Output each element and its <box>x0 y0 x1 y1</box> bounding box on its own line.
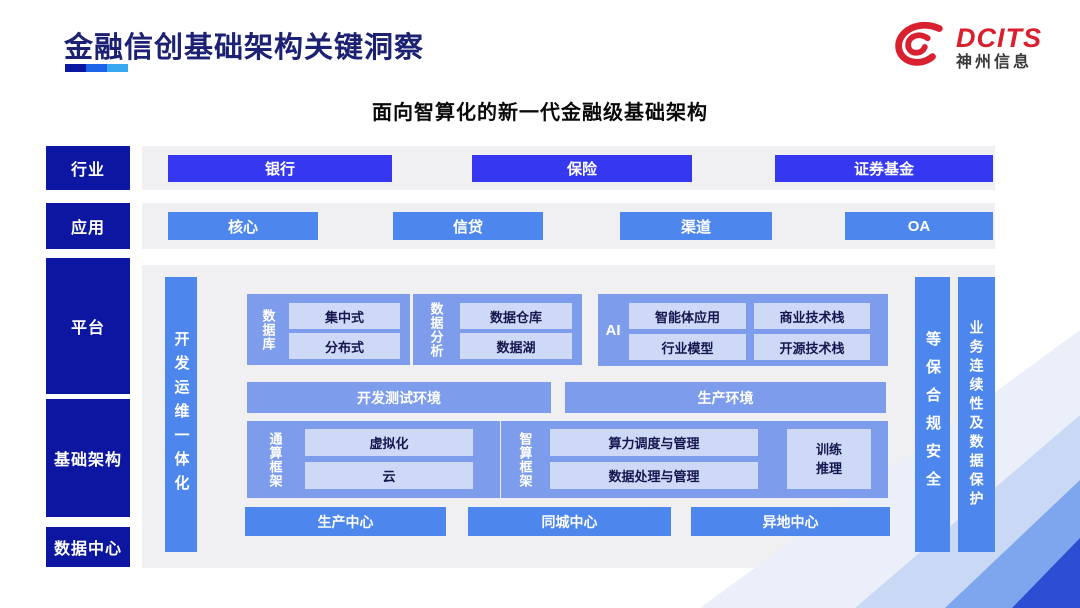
row-label-infrastructure: 基础架构 <box>46 399 130 517</box>
continuity-bar-label: 业务连续性及数据保护 <box>968 319 985 510</box>
ai-item-agent-app: 智能体应用 <box>629 303 746 329</box>
analytics-group-label-wrap: 数据分析 <box>413 294 459 365</box>
aic-item-training-inference: 训练 推理 <box>787 429 871 489</box>
db-item-distributed: 分布式 <box>289 333 400 359</box>
industry-item-bank: 银行 <box>168 155 392 182</box>
industry-item-securities: 证券基金 <box>775 155 993 182</box>
center-remote: 异地中心 <box>691 507 890 536</box>
underline-segment-light <box>107 64 128 72</box>
training-line: 训练 <box>815 441 842 457</box>
row-label-industry: 行业 <box>46 146 130 190</box>
database-group-label-wrap: 数据库 <box>247 294 289 365</box>
ai-group-label: AI <box>605 321 621 339</box>
ai-compute-label: 智算框架 <box>517 431 533 488</box>
application-strip: 核心 信贷 渠道 OA <box>142 203 995 249</box>
security-bar: 等保合规安全 <box>915 277 950 552</box>
env-dev-test: 开发测试环境 <box>247 382 551 413</box>
devops-bar: 开发运维一体化 <box>165 277 197 552</box>
app-item-channel: 渠道 <box>620 212 772 240</box>
ai-item-opensource-stack: 开源技术栈 <box>754 334 870 360</box>
center-same-city: 同城中心 <box>468 507 671 536</box>
ai-compute-group: 智算框架 算力调度与管理 数据处理与管理 训练 推理 <box>501 421 888 498</box>
app-item-oa: OA <box>845 212 993 240</box>
row-label-application: 应用 <box>46 203 130 249</box>
devops-bar-label: 开发运维一体化 <box>172 330 190 499</box>
row-label-platform: 平台 <box>46 258 130 394</box>
logo-company-text: 神州信息 <box>956 54 1033 71</box>
underline-segment-dark <box>65 64 86 72</box>
ai-item-industry-model: 行业模型 <box>629 334 746 360</box>
logo-swirl-icon <box>890 19 948 78</box>
env-production: 生产环境 <box>565 382 886 413</box>
corner-band-dark <box>1012 538 1080 608</box>
logo-brand-text: DCITS <box>956 23 1042 53</box>
general-compute-group: 通算框架 虚拟化 云 <box>247 421 500 498</box>
page-title: 金融信创基础架构关键洞察 <box>64 32 425 64</box>
industry-strip: 银行 保险 证券基金 <box>142 146 995 190</box>
database-group-label: 数据库 <box>260 308 276 351</box>
ai-group: AI 智能体应用 商业技术栈 行业模型 开源技术栈 <box>598 294 888 366</box>
inference-line: 推理 <box>815 461 842 476</box>
security-bar-label: 等保合规安全 <box>924 330 941 499</box>
database-group: 数据库 集中式 分布式 <box>247 294 410 365</box>
gc-item-cloud: 云 <box>305 462 473 489</box>
diagram-title: 面向智算化的新一代金融级基础架构 <box>372 102 708 124</box>
analytics-group: 数据分析 数据仓库 数据湖 <box>413 294 582 365</box>
app-item-credit: 信贷 <box>393 212 543 240</box>
analytics-item-warehouse: 数据仓库 <box>460 303 572 329</box>
general-compute-label: 通算框架 <box>267 431 283 488</box>
aic-item-compute-scheduling: 算力调度与管理 <box>550 429 758 456</box>
analytics-group-label: 数据分析 <box>428 301 444 358</box>
title-underline <box>65 64 128 72</box>
aic-item-data-processing: 数据处理与管理 <box>550 462 758 489</box>
dcits-logo: DCITS 神州信息 <box>890 18 1065 78</box>
ai-item-commercial-stack: 商业技术栈 <box>754 303 870 329</box>
gc-item-virtualization: 虚拟化 <box>305 429 473 456</box>
analytics-item-lake: 数据湖 <box>460 333 572 359</box>
continuity-bar: 业务连续性及数据保护 <box>958 277 995 552</box>
underline-segment-medium <box>86 64 107 72</box>
ai-compute-label-wrap: 智算框架 <box>501 421 549 498</box>
app-item-core: 核心 <box>168 212 318 240</box>
center-production: 生产中心 <box>245 507 446 536</box>
platform-panel: 开发运维一体化 数据库 集中式 分布式 数据分析 数据仓库 数据湖 AI 智能体… <box>142 265 995 568</box>
general-compute-label-wrap: 通算框架 <box>247 421 303 498</box>
row-label-datacenter: 数据中心 <box>46 527 130 567</box>
db-item-centralized: 集中式 <box>289 303 400 329</box>
industry-item-insurance: 保险 <box>472 155 692 182</box>
